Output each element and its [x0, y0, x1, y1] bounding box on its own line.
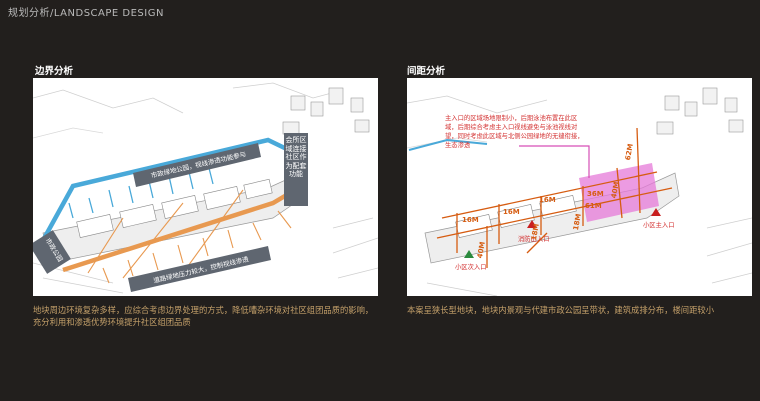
- pool-area-note: 主入口的区域场地限制小，后期泳池布置在此区域，后期综合考虑主入口视线避免与泳池视…: [445, 115, 584, 149]
- spacing-caption: 本案呈狭长型地块，地块内景观与代建市政公园呈带状，建筑成排分布，楼间距较小: [407, 305, 714, 315]
- boundary-analysis-title: 边界分析: [35, 66, 74, 77]
- main-entrance-label: 小区主入口: [643, 222, 675, 229]
- boundary-caption: 地块周边环境复杂多样，应综合考虑边界处理的方式，降低嘈杂环境对社区组团品质的影响…: [33, 305, 374, 327]
- clubhouse-label: 会所区域连接社区作为配套功能: [285, 136, 307, 178]
- page-title: 规划分析/LANDSCAPE DESIGN: [8, 8, 164, 19]
- spacing-analysis-map: 主入口的区域场地限制小，后期泳池布置在此区域，后期综合考虑主入口视线避免与泳池视…: [407, 78, 752, 296]
- fire-entrance-label: 消防出入口: [518, 236, 550, 243]
- dim-16m-3: 16M: [539, 196, 556, 204]
- spacing-map-graphic: [407, 78, 752, 296]
- boundary-analysis-map: 市政绿地公园，视线渗透功能参与 会所区域连接社区作为配套功能 市政公园 道路绿地…: [33, 78, 378, 296]
- spacing-analysis-title: 间距分析: [407, 66, 446, 77]
- boundary-map-graphic: [33, 78, 378, 296]
- dim-16m-1: 16M: [462, 216, 479, 224]
- dim-36m: 36M: [587, 190, 604, 198]
- dim-61m: 61M: [585, 202, 602, 210]
- secondary-entrance-label: 小区次入口: [455, 264, 487, 271]
- dim-16m-2: 16M: [503, 208, 520, 216]
